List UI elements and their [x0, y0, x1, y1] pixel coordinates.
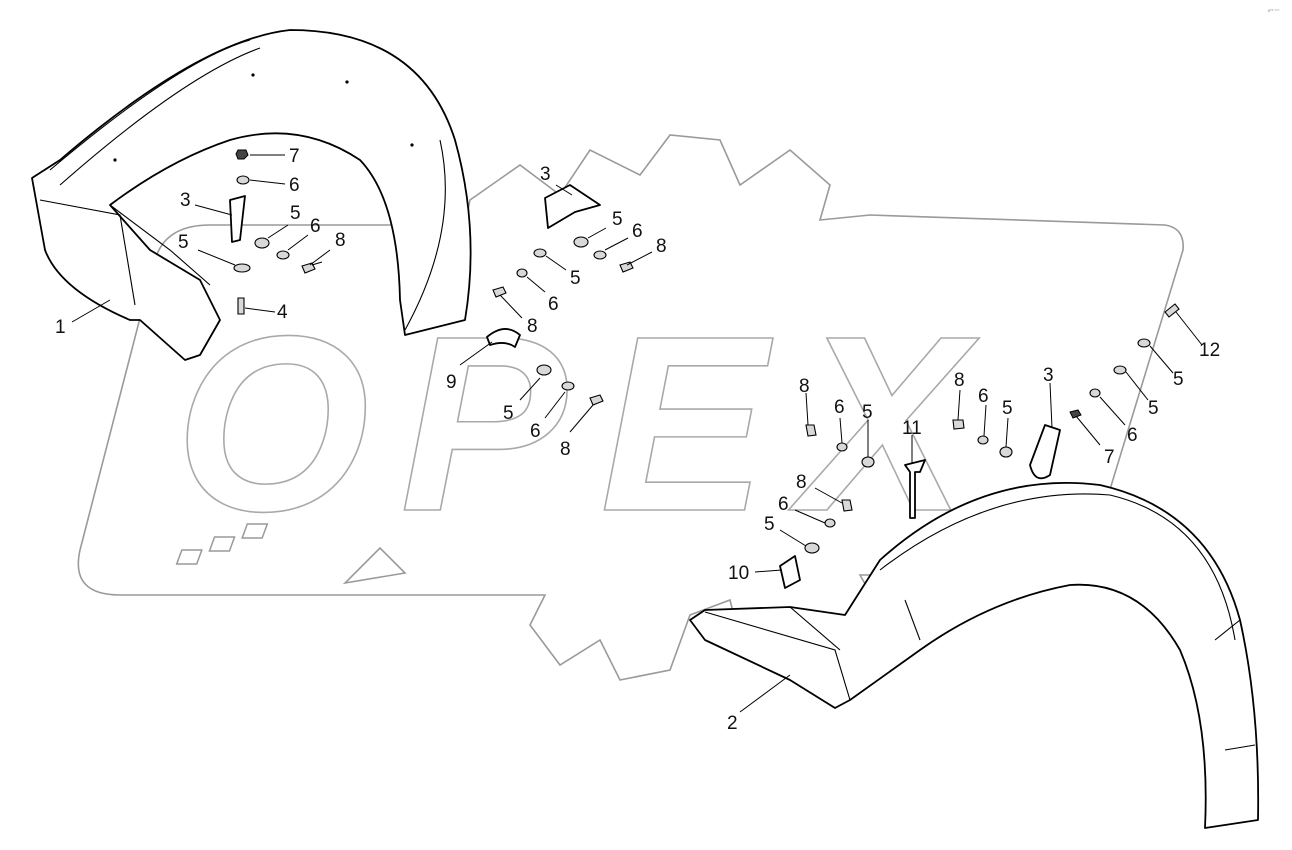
washer-5j [1113, 365, 1127, 375]
washer-5g [804, 542, 820, 554]
washer-6f [836, 442, 848, 452]
nut-7b [1069, 409, 1082, 419]
stud-11 [904, 459, 926, 519]
bolt-12 [1164, 303, 1180, 318]
washer-6h [977, 435, 989, 445]
callout-5d: 5 [570, 268, 581, 289]
callout-6h: 6 [978, 386, 989, 407]
callout-3a: 3 [180, 190, 191, 211]
washer-5i [1137, 338, 1151, 348]
callout-5a: 5 [290, 203, 301, 224]
bolt-8g [952, 419, 965, 430]
callout-8a: 8 [335, 230, 346, 251]
callout-5i: 5 [1173, 369, 1184, 390]
watermark-square-1 [175, 549, 203, 565]
bracket-10 [779, 555, 801, 589]
washer-5c [573, 236, 589, 248]
callout-4: 4 [277, 302, 288, 323]
callout-2: 2 [727, 713, 738, 734]
washer-6d [516, 268, 528, 278]
callout-8g: 8 [954, 370, 965, 391]
bracket-3b [544, 184, 601, 229]
bracket-3c [1029, 424, 1061, 480]
callout-8c: 8 [527, 316, 538, 337]
clip-9 [486, 328, 521, 348]
bolt-8f [841, 499, 853, 512]
bolt-8b [619, 261, 634, 273]
washer-6i [1089, 388, 1101, 398]
callout-5c: 5 [612, 209, 623, 230]
watermark-square-2 [208, 536, 236, 552]
callout-8d: 8 [560, 439, 571, 460]
washer-5a [254, 237, 270, 249]
callout-6i: 6 [1127, 425, 1138, 446]
callout-5f: 5 [862, 402, 873, 423]
bolt-8a [301, 261, 323, 274]
callout-6c: 6 [632, 221, 643, 242]
callout-5e: 5 [503, 403, 514, 424]
corner-note: s⁰¹ ᵇᵒᵒ [1268, 8, 1280, 13]
callout-6e: 6 [530, 421, 541, 442]
callout-8f: 8 [796, 472, 807, 493]
watermark-letter-3: Е [600, 284, 773, 563]
callout-5h: 5 [1002, 398, 1013, 419]
washer-6a [236, 175, 250, 185]
callout-labels: 1 7 6 3 5 6 8 5 4 3 5 6 8 5 6 8 9 5 6 8 … [55, 146, 1220, 734]
callout-5g: 5 [764, 514, 775, 535]
washer-6e [561, 381, 575, 391]
callout-7b: 7 [1104, 447, 1115, 468]
callout-6b: 6 [310, 216, 321, 237]
bolt-8c [492, 286, 507, 298]
callout-5j: 5 [1148, 398, 1159, 419]
callout-8b: 8 [656, 236, 667, 257]
washer-5d [533, 248, 547, 258]
washer-6b [276, 250, 290, 260]
callout-1: 1 [55, 317, 66, 338]
hardware-parts [229, 149, 1180, 589]
callout-10: 10 [728, 563, 749, 584]
callout-5b: 5 [178, 232, 189, 253]
bolt-8d [589, 394, 604, 406]
washer-6g [824, 518, 836, 528]
callout-6d: 6 [548, 294, 559, 315]
callout-11: 11 [902, 418, 922, 439]
callout-6a: 6 [289, 175, 300, 196]
callout-7a: 7 [289, 146, 300, 167]
callout-9: 9 [446, 372, 457, 393]
watermark-arrow [342, 546, 407, 585]
callout-8e: 8 [799, 376, 810, 397]
washer-6c [593, 250, 607, 260]
part-2-right-fender [689, 481, 1260, 829]
bolt-8e [805, 424, 817, 437]
washer-5f [861, 456, 875, 468]
screw-4 [237, 297, 245, 315]
bracket-3a [229, 195, 246, 243]
part-1-left-fender [31, 29, 472, 361]
callout-12: 12 [1199, 340, 1220, 361]
washer-5e [536, 364, 552, 376]
washer-5h [999, 446, 1013, 458]
callout-6f: 6 [834, 397, 845, 418]
washer-5b [233, 263, 251, 273]
callout-3c: 3 [1043, 365, 1054, 386]
watermark-square-3 [241, 523, 269, 539]
nut-7a [235, 149, 249, 160]
callout-3b: 3 [540, 164, 551, 185]
callout-6g: 6 [778, 494, 789, 515]
leader-lines [71, 154, 1203, 713]
